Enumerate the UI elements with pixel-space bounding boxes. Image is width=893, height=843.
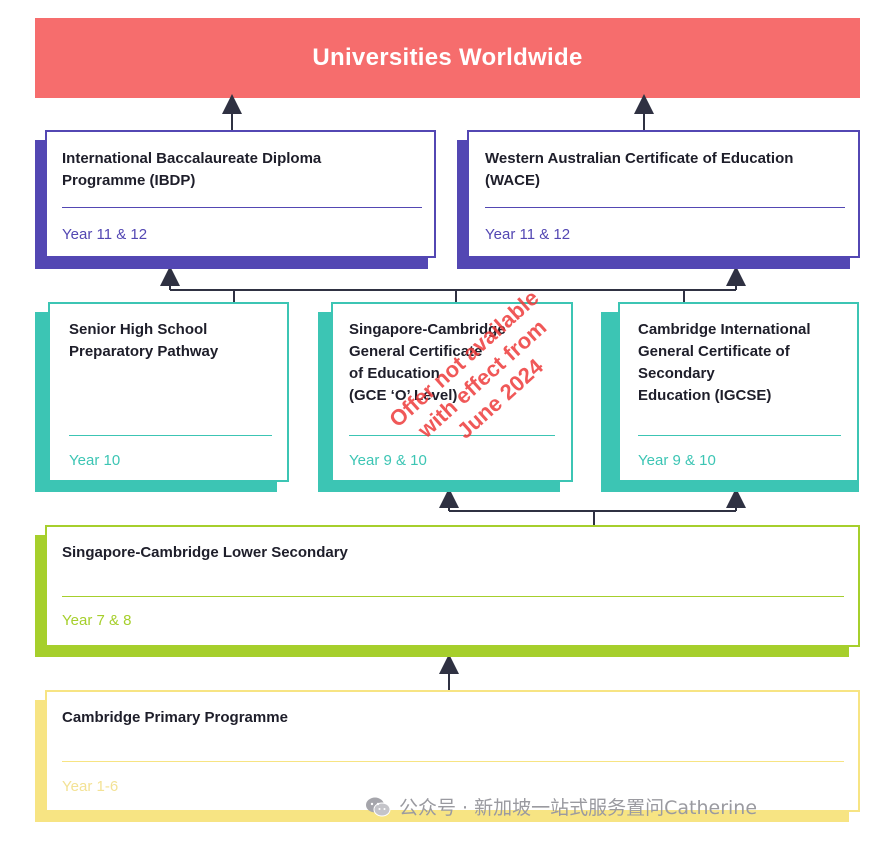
- card-wace-years: Year 11 & 12: [485, 226, 571, 243]
- card-gce-o-level-title: Singapore-Cambridge General Certificate …: [349, 321, 506, 404]
- card-preparatory-pathway-years: Year 10: [69, 452, 121, 469]
- card-lower-secondary: Singapore-Cambridge Lower Secondary Year…: [45, 525, 860, 647]
- card-lower-secondary-title: Singapore-Cambridge Lower Secondary: [62, 544, 348, 561]
- divider: [62, 761, 844, 762]
- divider: [349, 435, 555, 436]
- banner-title: Universities Worldwide: [312, 44, 583, 71]
- divider: [62, 207, 422, 208]
- card-ibdp: International Baccalaureate Diploma Prog…: [45, 130, 436, 258]
- card-primary-title: Cambridge Primary Programme: [62, 709, 288, 726]
- card-wace-title: Western Australian Certificate of Educat…: [485, 150, 794, 189]
- divider: [485, 207, 845, 208]
- card-igcse-years: Year 9 & 10: [638, 452, 716, 469]
- divider: [638, 435, 841, 436]
- card-primary: Cambridge Primary Programme Year 1-6: [45, 690, 860, 812]
- universities-banner: Universities Worldwide: [35, 18, 860, 98]
- card-gce-o-level: Singapore-Cambridge General Certificate …: [331, 302, 573, 482]
- watermark: 公众号 · 新加坡一站式服务置问Catherine: [365, 793, 757, 820]
- card-primary-years: Year 1-6: [62, 778, 119, 795]
- watermark-text: 公众号 · 新加坡一站式服务置问Catherine: [399, 797, 758, 819]
- divider: [69, 435, 272, 436]
- card-preparatory-pathway-title: Senior High School Preparatory Pathway: [69, 321, 219, 360]
- card-preparatory-pathway: Senior High School Preparatory Pathway Y…: [48, 302, 289, 482]
- wechat-icon: [366, 797, 391, 816]
- card-igcse-title: Cambridge International General Certific…: [638, 321, 811, 404]
- divider: [62, 596, 844, 597]
- card-gce-o-level-years: Year 9 & 10: [349, 452, 427, 469]
- card-ibdp-years: Year 11 & 12: [62, 226, 148, 243]
- card-lower-secondary-years: Year 7 & 8: [62, 612, 132, 629]
- card-ibdp-title: International Baccalaureate Diploma Prog…: [62, 150, 322, 189]
- card-igcse: Cambridge International General Certific…: [618, 302, 859, 482]
- card-wace: Western Australian Certificate of Educat…: [467, 130, 860, 258]
